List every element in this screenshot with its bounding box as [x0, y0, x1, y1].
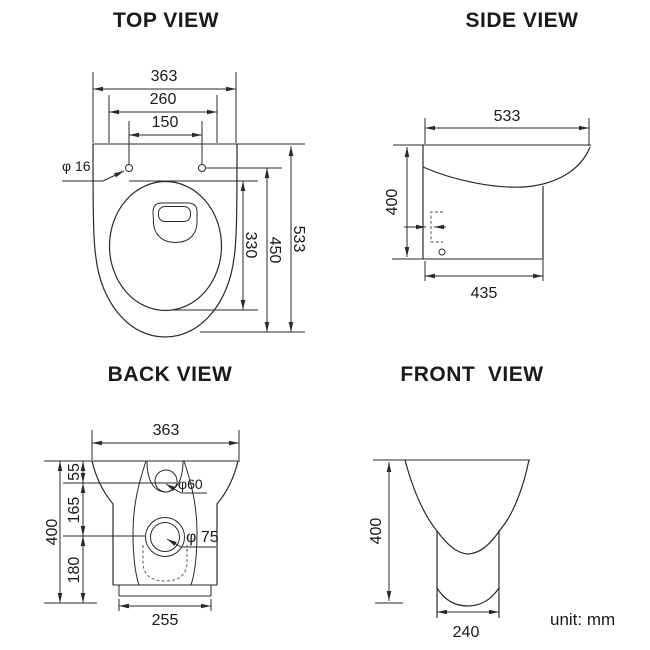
leader-phi75 — [166, 538, 216, 548]
seat-mount-hole-left — [125, 164, 133, 172]
outlet-hole-inner — [150, 522, 180, 552]
dim-label-front-base-width: 240 — [453, 624, 480, 641]
side-fixing-bracket-hidden — [430, 211, 443, 243]
flush-outlet-shape — [152, 202, 198, 244]
back-trap-hidden — [142, 545, 188, 582]
front-view: FRONT VIEW 400 240 — [368, 363, 543, 641]
back-view: BACK VIEW 363 400 5 — [44, 363, 240, 629]
top-view-title: TOP VIEW — [113, 9, 219, 32]
top-view: TOP VIEW 363 260 150 φ 16 330 45 — [62, 9, 307, 338]
dim-label-mid-offset: 165 — [66, 497, 83, 524]
toilet-top-outline — [92, 143, 238, 338]
seat-mount-hole-right — [198, 164, 206, 172]
leader-phi60 — [165, 483, 207, 494]
dim-label-hole-diameter: φ 16 — [62, 158, 91, 174]
leader-phi16 — [62, 170, 125, 182]
front-bowl-outline — [404, 459, 530, 555]
outlet-hole-outer — [145, 517, 185, 557]
flush-outlet-inner — [158, 206, 191, 222]
dim-label-hole-spacing: 150 — [152, 114, 179, 131]
dim-label-overall-width: 363 — [151, 68, 178, 85]
dim-label-back-base-width: 255 — [152, 612, 179, 629]
side-view-title: SIDE VIEW — [465, 9, 578, 32]
dim-label-bowl-depth: 330 — [242, 232, 259, 259]
back-outline-left — [91, 460, 114, 585]
dim-label-outlet-diameter: φ 75 — [186, 529, 219, 546]
back-view-title: BACK VIEW — [108, 363, 233, 386]
front-pedestal-bottom — [436, 587, 500, 607]
dim-label-seat-depth: 450 — [266, 237, 283, 264]
unit-note: unit: mm — [550, 610, 615, 629]
side-view: SIDE VIEW 533 400 435 — [384, 9, 591, 302]
back-outline-right — [216, 460, 239, 585]
bowl-opening-ellipse — [108, 180, 223, 312]
dim-label-back-width: 363 — [153, 422, 180, 439]
dim-label-front-height: 400 — [368, 518, 385, 545]
dim-label-inlet-diameter: φ60 — [178, 476, 203, 492]
back-bowl-arch-left — [132, 460, 147, 586]
dim-label-base-depth: 435 — [471, 285, 498, 302]
dim-label-top-offset: 55 — [66, 463, 83, 481]
back-bowl-arch-right — [183, 460, 198, 586]
dim-label-seat-width: 260 — [150, 91, 177, 108]
dim-label-side-height: 400 — [384, 189, 401, 216]
side-bowl-profile — [422, 146, 591, 188]
dim-label-bottom-offset: 180 — [66, 557, 83, 584]
front-view-title: FRONT VIEW — [400, 363, 543, 386]
dim-label-side-depth: 533 — [494, 108, 521, 125]
side-fixing-hole — [438, 248, 446, 256]
water-inlet-hole — [154, 469, 178, 493]
dim-label-back-height: 400 — [44, 519, 61, 546]
dim-label-overall-depth: 533 — [290, 226, 307, 253]
